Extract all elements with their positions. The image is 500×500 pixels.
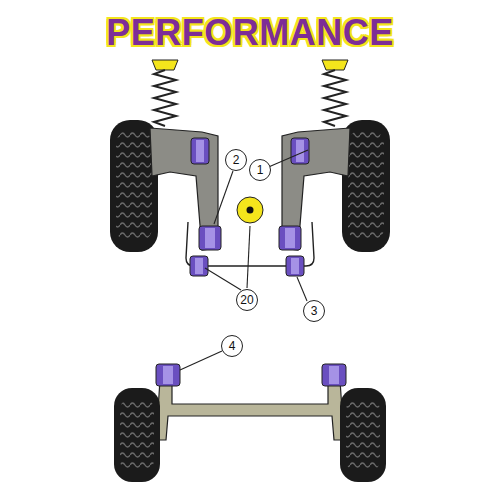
rear-right-tyre [340, 388, 386, 482]
callout-number: 3 [303, 300, 325, 322]
rear-left-tyre [114, 388, 160, 482]
callout-number: 4 [221, 335, 243, 357]
polyurethane-bush [190, 138, 309, 276]
leader-line [180, 150, 308, 370]
title-text: PERFORMANCE [106, 12, 394, 54]
callout-number: 20 [236, 289, 258, 311]
polyurethane-bush [156, 364, 346, 386]
spring-mount [152, 60, 348, 70]
callout-number: 1 [249, 159, 271, 181]
centre-bush [237, 197, 263, 223]
coil-spring [154, 70, 346, 126]
callout-number: 2 [225, 149, 247, 171]
rear-beam-axle [156, 380, 344, 440]
